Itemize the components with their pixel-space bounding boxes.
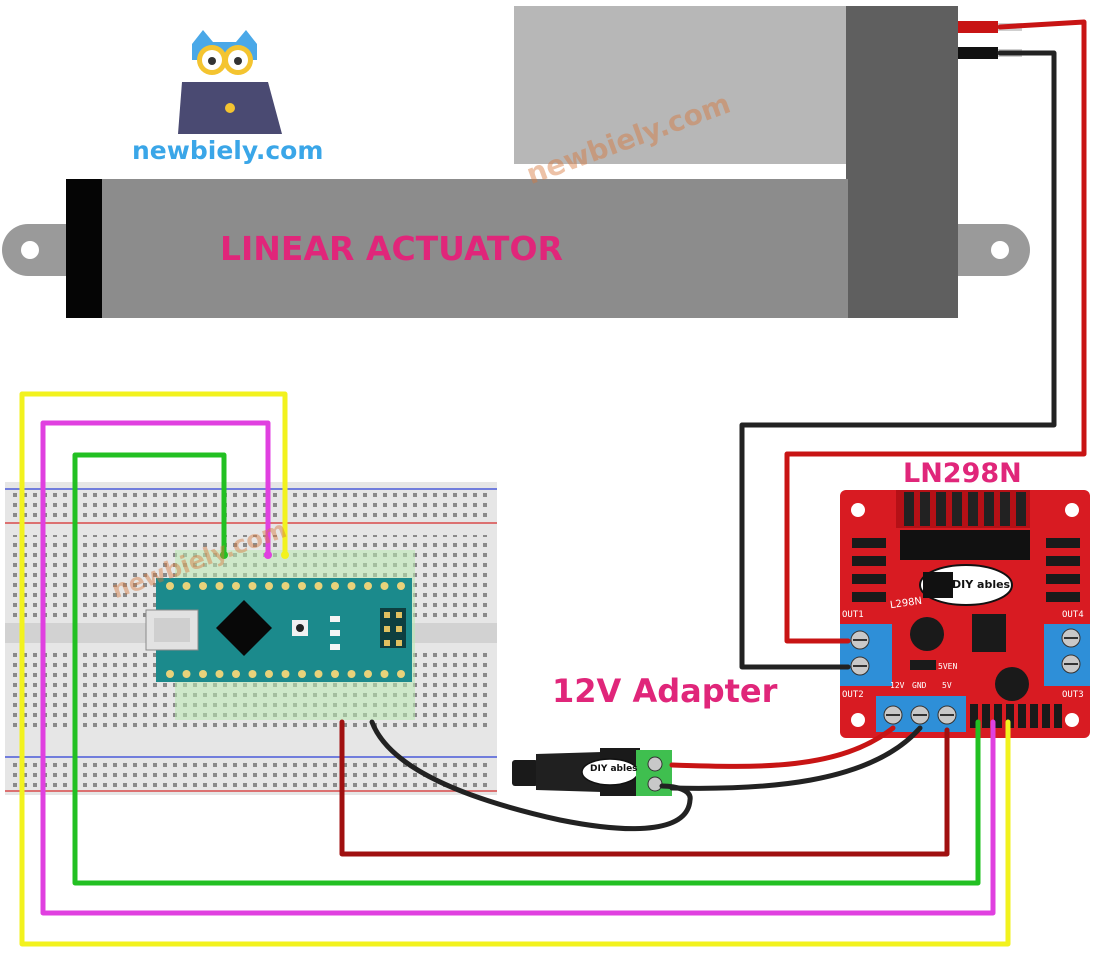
nano-header-pin: [166, 670, 174, 678]
nano-header-pin: [215, 670, 224, 678]
pin-12v-label: 12V: [890, 681, 905, 690]
nano-header-pin: [248, 582, 257, 590]
wire-green: [72, 452, 981, 886]
nano-header-pin: [182, 670, 191, 678]
pin-5v-label: 5V: [942, 681, 952, 690]
nano-header-pin: [199, 670, 207, 678]
wire-yellow: [19, 391, 1011, 947]
wire-magenta: [40, 420, 996, 916]
wire-adapter-black: [669, 725, 923, 791]
nano-header-pin: [166, 582, 174, 590]
nano-header-pin: [215, 582, 224, 590]
nano-header-pin: [298, 582, 306, 590]
nano-header-pin: [331, 582, 339, 590]
pin-out1-label: OUT1: [842, 610, 864, 620]
nano-header-pin: [232, 582, 240, 590]
nano-header-pin: [364, 582, 372, 590]
pin-out2-label: OUT2: [842, 690, 864, 700]
driver-label: LN298N: [903, 458, 1022, 489]
nano-header-pin: [397, 582, 405, 590]
nano-header-pin: [364, 670, 372, 678]
nano-header-pin: [265, 670, 273, 678]
nano-header-pin: [248, 670, 257, 678]
pin-5ven-label: 5VEN: [938, 662, 958, 671]
nano-header-pin: [347, 670, 356, 678]
actuator-label: LINEAR ACTUATOR: [220, 229, 563, 268]
wire-nano-black-gnd: [369, 719, 693, 832]
nano-header-pin: [397, 670, 405, 678]
pin-gnd-label: GND: [912, 681, 927, 690]
adapter-label: 12V Adapter: [552, 672, 778, 710]
nano-header-pin: [281, 582, 290, 590]
dc-barrel-adapter: [512, 748, 672, 796]
nano-header-pin: [314, 582, 323, 590]
nano-header-pin: [314, 670, 323, 678]
nano-header-pin: [298, 670, 306, 678]
wires: [19, 19, 1087, 947]
wire-adapter-red: [669, 725, 896, 769]
wire-actuator-red: [784, 19, 1087, 644]
nano-header-pin: [331, 670, 339, 678]
adapter-brand-label: DIY ables: [590, 764, 638, 774]
linear-actuator: [2, 6, 1030, 318]
wire-actuator-black: [739, 50, 1057, 670]
site-logo-text: newbiely.com: [132, 136, 324, 165]
nano-header-pin: [380, 582, 389, 590]
nano-header-pin: [265, 582, 273, 590]
nano-header-pin: [380, 670, 389, 678]
nano-header-pin: [281, 670, 290, 678]
pin-out3-label: OUT3: [1062, 690, 1084, 700]
nano-header-pin: [347, 582, 356, 590]
arduino-nano: [145, 550, 415, 720]
driver-brand-label: DIY ables: [952, 578, 1011, 591]
owl-logo-icon: [178, 30, 282, 134]
nano-header-pin: [199, 582, 207, 590]
nano-header-pin: [232, 670, 240, 678]
nano-header-pin: [182, 582, 191, 590]
pin-out4-label: OUT4: [1062, 610, 1084, 620]
wire-nano-red-5v: [339, 719, 950, 857]
l298n-driver: [840, 490, 1090, 738]
